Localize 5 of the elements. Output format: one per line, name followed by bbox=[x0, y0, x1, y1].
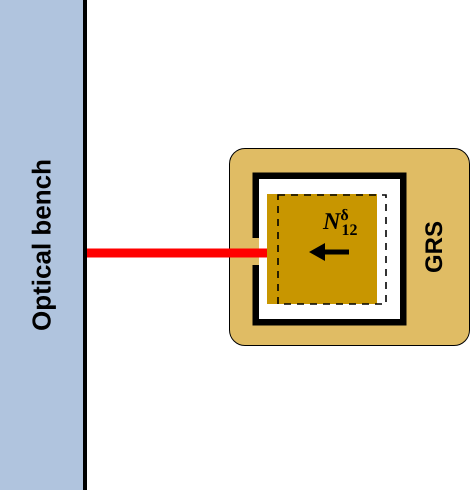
bench-label: Optical bench bbox=[26, 159, 57, 331]
sensor-housing-box bbox=[229, 148, 470, 346]
optical-bench-panel bbox=[0, 0, 87, 490]
laser-beam bbox=[87, 248, 267, 258]
sensor-label: GRS bbox=[421, 221, 449, 273]
